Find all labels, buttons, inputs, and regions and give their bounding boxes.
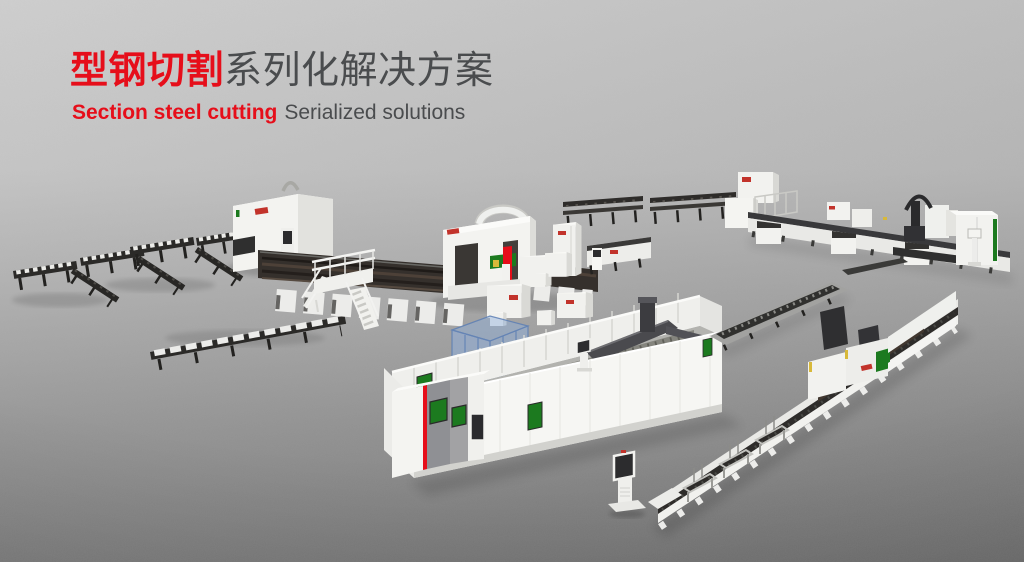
tube-cutting-line: [563, 172, 1010, 276]
outfeed-conveyor: [150, 315, 347, 371]
status-light-strip: [993, 219, 997, 261]
rail-feet: [658, 326, 958, 530]
green-door-window: [429, 397, 448, 425]
operator-pedestal: [967, 228, 982, 266]
control-screen: [470, 413, 485, 441]
auxiliary-cabinet: [537, 310, 555, 326]
subtitle-highlight: Section steel cutting: [72, 100, 278, 124]
near-fence-wall: [414, 332, 722, 478]
auxiliary-cabinets: [487, 222, 651, 326]
auxiliary-cabinet: [557, 292, 593, 318]
fence-posts: [413, 293, 679, 398]
side-guard-wall: [888, 291, 956, 353]
chain-frame: [842, 258, 908, 275]
deburring-bed: [587, 237, 651, 275]
cable-arch: [904, 194, 933, 211]
beam-cutting-line: [648, 291, 958, 530]
side-guard-wall: [888, 317, 956, 372]
enclosure-kiosk: [576, 338, 592, 372]
crossover-stairs-platform: [301, 248, 379, 330]
auxiliary-cabinet: [545, 252, 572, 277]
end-cap-wall: [700, 296, 722, 336]
red-door-stripe: [423, 385, 427, 470]
machine-cabin: [392, 370, 490, 478]
brand-logo: [610, 250, 618, 254]
auxiliary-cabinet: [535, 273, 549, 285]
chain-conveyor-table: [650, 192, 736, 224]
status-light: [236, 210, 240, 217]
brand-logo: [509, 295, 518, 300]
carriage: [756, 221, 781, 244]
title-cn-rest: 系列化解决方案: [224, 50, 494, 92]
spindle-head: [502, 264, 510, 282]
chain-conveyor-table: [563, 196, 643, 228]
brand-logo: [742, 177, 751, 182]
lifting-handle: [281, 181, 300, 192]
material-platform: [710, 258, 908, 351]
subtitle-rest: Serialized solutions: [284, 100, 466, 124]
green-guard-window: [527, 401, 543, 431]
green-door-window: [451, 404, 467, 428]
tube-rail: [748, 212, 1010, 258]
stair-flight: [350, 287, 379, 330]
brand-logo: [829, 206, 835, 210]
brand-logo: [621, 450, 626, 453]
brand-logo: [566, 300, 574, 304]
carriage: [831, 231, 856, 254]
brand-logo: [446, 228, 460, 235]
kiosk-screen: [612, 450, 636, 482]
left-roller-tables: [13, 229, 347, 371]
loading-cabin-machine: [233, 181, 333, 272]
laser-enclosure: [384, 293, 723, 478]
track-end-block: [648, 488, 682, 509]
gantry-machine: [443, 204, 536, 300]
cutting-robot: [893, 194, 962, 264]
pendant-screen: [593, 250, 601, 257]
green-guard-window: [702, 337, 713, 358]
auxiliary-cabinet: [827, 202, 887, 227]
brand-logo: [558, 231, 566, 235]
page-title: 型钢切割系列化解决方案: [70, 50, 494, 94]
green-guard-window: [876, 348, 890, 372]
machine-bay: [455, 243, 478, 288]
brand-logo: [860, 363, 873, 372]
control-kiosk: [608, 450, 646, 512]
material-slot: [233, 236, 255, 256]
brand-logo: [254, 206, 269, 215]
title-cn-highlight: 型钢切割: [70, 50, 225, 92]
beam-gantry-machine: [808, 306, 890, 400]
kiosk-body: [618, 476, 632, 506]
platform-railing: [311, 248, 376, 272]
support-trestles: [682, 416, 790, 502]
safety-fence: [754, 190, 798, 220]
kiosk-base: [608, 500, 646, 512]
